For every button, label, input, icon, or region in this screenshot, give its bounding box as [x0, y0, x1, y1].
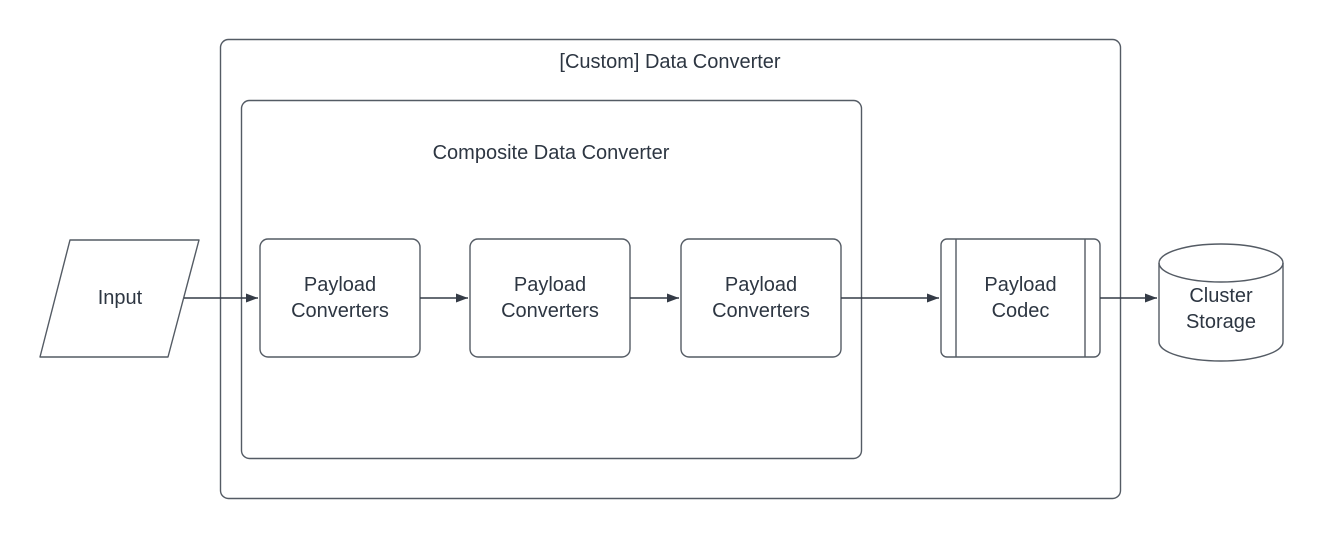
- composite-data-converter-container: [240, 99, 863, 460]
- payload-converters-3-label: Payload Converters: [712, 274, 810, 322]
- cluster-storage-shape: [1158, 243, 1284, 362]
- payload-converters-1-label: Payload Converters: [291, 274, 389, 322]
- input-node-label: Input: [97, 287, 143, 309]
- cluster-storage-label: Cluster Storage: [1185, 285, 1257, 333]
- custom-data-converter-container: [219, 38, 1122, 500]
- payload-codec-label: Payload Codec: [984, 274, 1057, 322]
- composite-data-converter-title: Composite Data Converter: [432, 142, 670, 164]
- custom-data-converter-title: [Custom] Data Converter: [559, 51, 781, 73]
- cluster-storage-top-edge: [1158, 262, 1284, 283]
- payload-converters-2-label: Payload Converters: [501, 274, 599, 322]
- input-node-shape: [39, 239, 200, 358]
